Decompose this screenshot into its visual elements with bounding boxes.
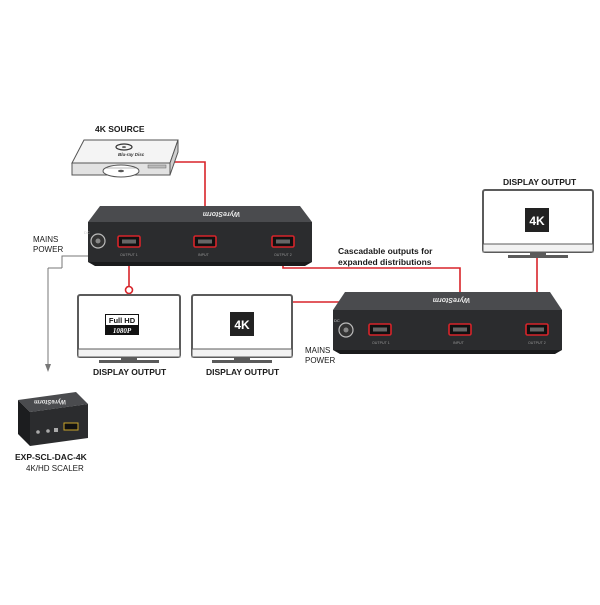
scaler-hdmi-port	[63, 422, 79, 431]
splitter-2: WyreStorm DC OUTPUT 1 INPUT OUTPUT 2	[333, 292, 562, 354]
splitter-2-dc-label: DC	[334, 318, 340, 323]
splitter-2-port-label-2: INPUT	[453, 341, 465, 345]
label-cascade-note-line2: expanded distributions	[338, 257, 432, 267]
4k-badge-mid-text: 4K	[234, 318, 250, 332]
display-fullhd: Full HD 1080P	[77, 294, 181, 363]
label-scaler-model: EXP-SCL-DAC-4K	[15, 452, 87, 462]
label-mains-power-left-line2: POWER	[33, 245, 64, 254]
4k-badge-right-text: 4K	[529, 214, 545, 228]
fullhd-badge-bottom: 1080P	[113, 327, 132, 335]
label-mains-power-right-line1: MAINS	[305, 346, 331, 355]
scaler-arrow	[45, 255, 107, 372]
label-display-output-mid: DISPLAY OUTPUT	[206, 367, 280, 377]
label-mains-power-right: MAINS POWER	[305, 346, 335, 366]
scaler-brand: WyreStorm	[33, 398, 66, 404]
bluray-player: Blu-ray Disc	[71, 139, 179, 178]
label-mains-power-left: MAINS POWER	[33, 235, 63, 255]
label-display-output-left: DISPLAY OUTPUT	[93, 367, 167, 377]
splitter-2-port-label-3: OUTPUT 2	[528, 341, 546, 345]
display-top-right: 4K	[482, 189, 594, 258]
splitter-2-brand: WyreStorm	[433, 296, 470, 303]
splitter-1-port-label-2: INPUT	[198, 253, 210, 257]
label-cascade-note: Cascadable outputs for expanded distribu…	[338, 246, 432, 268]
4k-badge-mid	[230, 312, 254, 336]
scaler-device: WyreStorm	[18, 392, 88, 446]
display-4k-mid: 4K	[191, 294, 293, 363]
label-scaler-desc: 4K/HD SCALER	[26, 464, 84, 473]
splitter-1-dc-label: DC	[84, 230, 90, 235]
cable-junction	[124, 285, 134, 295]
splitter-1: WyreStorm DC OUTPUT 1 INPUT OUTPUT 2	[84, 206, 312, 266]
label-cascade-note-line1: Cascadable outputs for	[338, 246, 433, 256]
label-mains-power-left-line1: MAINS	[33, 235, 59, 244]
label-4k-source: 4K SOURCE	[95, 124, 145, 134]
fullhd-badge-top: Full HD	[109, 316, 136, 325]
splitter-1-port-label-3: OUTPUT 2	[274, 253, 292, 257]
label-display-output-top-right: DISPLAY OUTPUT	[503, 177, 577, 187]
splitter-2-port-label-1: OUTPUT 1	[372, 341, 390, 345]
splitter-1-port-label-1: OUTPUT 1	[120, 253, 138, 257]
4k-badge-right	[525, 208, 549, 232]
label-mains-power-right-line2: POWER	[305, 356, 336, 365]
bluray-logo-text: Blu-ray Disc	[118, 152, 145, 157]
splitter-1-brand: WyreStorm	[203, 210, 240, 217]
bluray-logo-icon	[115, 143, 133, 151]
